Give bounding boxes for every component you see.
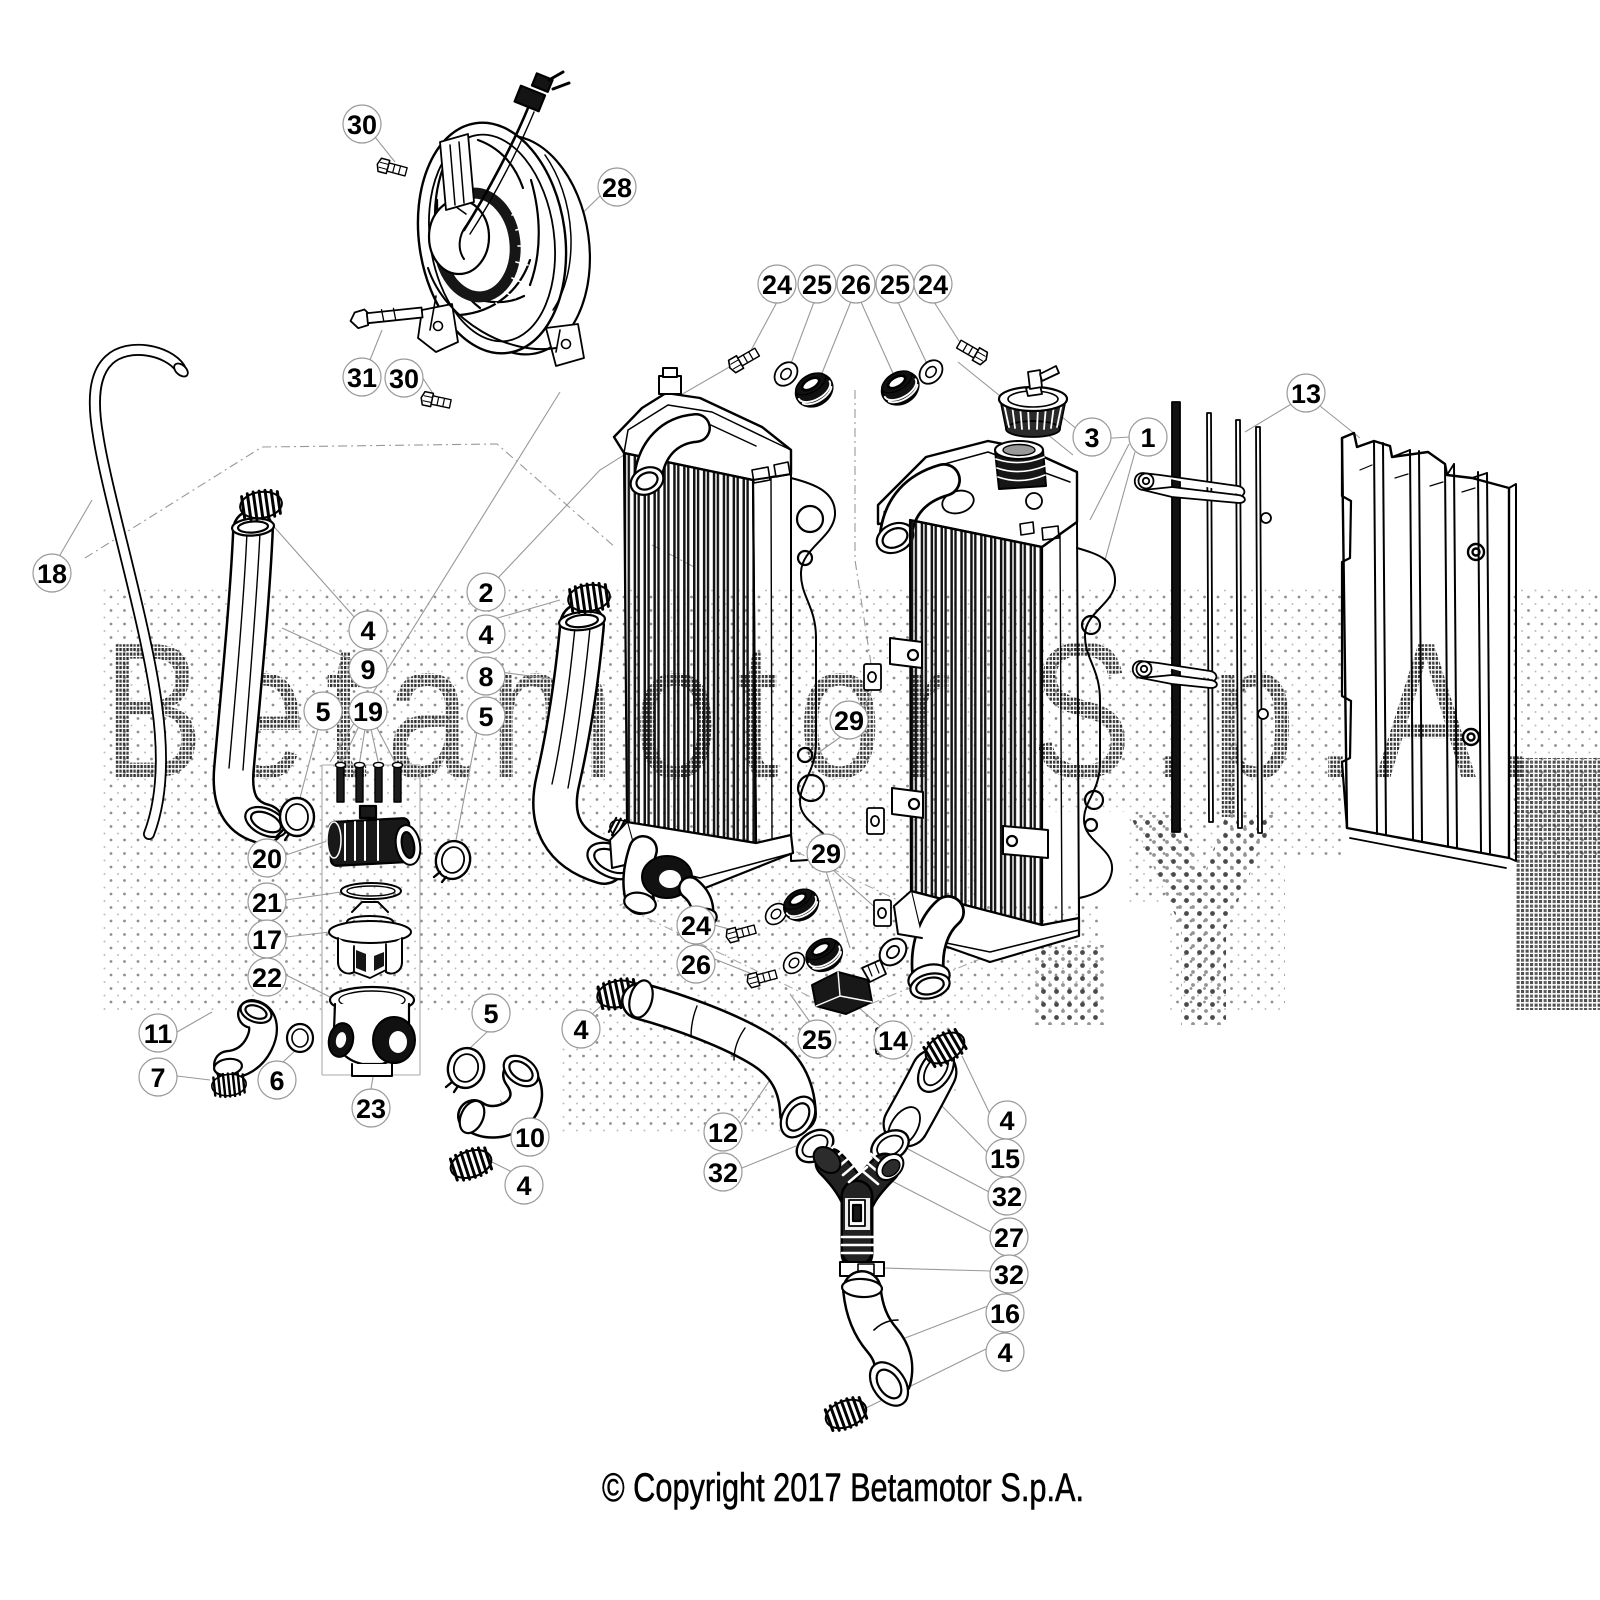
svg-text:15: 15	[990, 1144, 1020, 1174]
svg-text:26: 26	[681, 950, 711, 980]
svg-text:30: 30	[389, 364, 419, 394]
svg-text:18: 18	[37, 559, 67, 589]
svg-text:25: 25	[802, 1025, 832, 1055]
svg-text:4: 4	[360, 616, 375, 646]
svg-text:5: 5	[315, 697, 330, 727]
svg-text:3: 3	[1084, 423, 1099, 453]
svg-text:32: 32	[992, 1182, 1022, 1212]
svg-text:13: 13	[1291, 379, 1321, 409]
svg-text:25: 25	[880, 270, 910, 300]
svg-text:25: 25	[802, 270, 832, 300]
svg-text:11: 11	[144, 1019, 173, 1049]
svg-text:1: 1	[1140, 423, 1155, 453]
svg-text:27: 27	[994, 1223, 1024, 1253]
svg-text:4: 4	[997, 1338, 1012, 1368]
svg-text:4: 4	[999, 1106, 1014, 1136]
svg-text:4: 4	[516, 1171, 531, 1201]
svg-text:4: 4	[573, 1015, 588, 1045]
svg-text:2: 2	[478, 578, 493, 608]
svg-text:4: 4	[478, 620, 493, 650]
svg-text:16: 16	[990, 1299, 1020, 1329]
svg-text:24: 24	[918, 270, 948, 300]
svg-text:21: 21	[252, 888, 282, 918]
svg-text:9: 9	[360, 655, 375, 685]
svg-text:30: 30	[347, 110, 377, 140]
svg-text:17: 17	[252, 925, 282, 955]
svg-text:20: 20	[252, 844, 282, 874]
svg-text:6: 6	[269, 1066, 284, 1096]
svg-text:32: 32	[994, 1260, 1024, 1290]
svg-text:24: 24	[762, 270, 792, 300]
svg-text:26: 26	[841, 270, 871, 300]
svg-text:5: 5	[483, 999, 498, 1029]
svg-text:23: 23	[356, 1094, 386, 1124]
svg-text:29: 29	[811, 839, 841, 869]
svg-text:32: 32	[708, 1158, 738, 1188]
svg-text:10: 10	[515, 1123, 545, 1153]
svg-text:8: 8	[478, 662, 493, 692]
svg-text:© Copyright 2017 Betamotor S.p: © Copyright 2017 Betamotor S.p.A.	[602, 1466, 1084, 1510]
svg-text:31: 31	[347, 363, 377, 393]
svg-text:28: 28	[602, 173, 632, 203]
svg-text:19: 19	[353, 697, 383, 727]
svg-text:5: 5	[478, 702, 493, 732]
svg-text:22: 22	[252, 963, 282, 993]
svg-text:24: 24	[681, 911, 711, 941]
svg-text:29: 29	[834, 706, 864, 736]
svg-text:7: 7	[150, 1063, 165, 1093]
svg-text:14: 14	[878, 1026, 908, 1056]
svg-text:12: 12	[708, 1118, 738, 1148]
